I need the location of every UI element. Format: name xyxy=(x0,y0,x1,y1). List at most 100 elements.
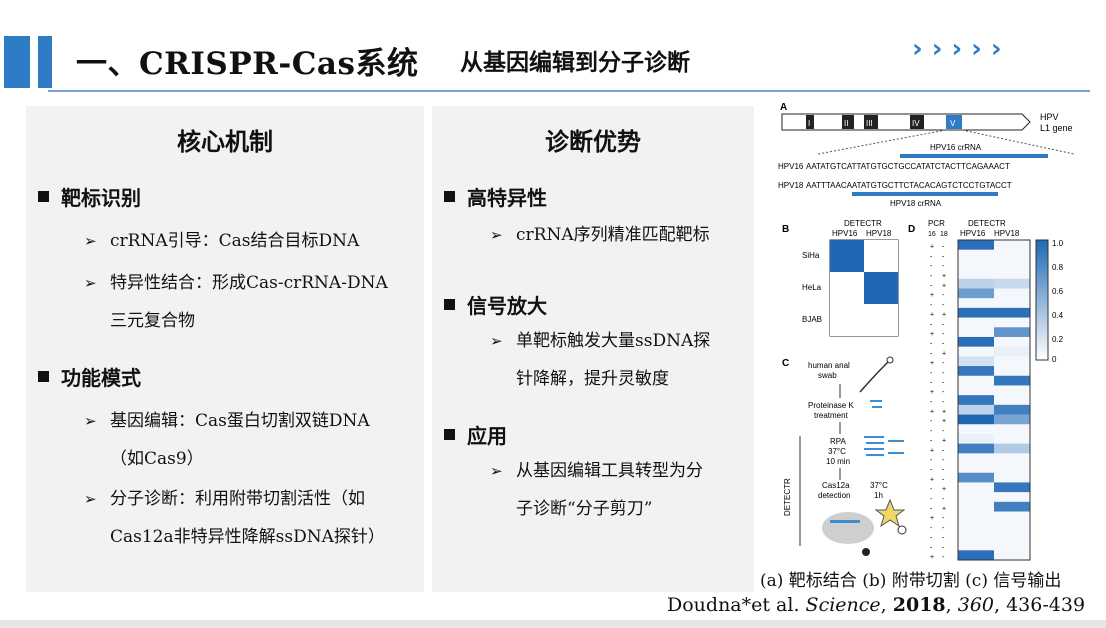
heatmap-d-cell xyxy=(958,385,994,396)
step-label: treatment xyxy=(814,411,849,420)
chevron-right-icon: › xyxy=(951,34,963,64)
square-bullet-icon xyxy=(444,429,455,440)
side-label: DETECTR xyxy=(783,478,792,516)
pcr-col: 18 xyxy=(940,231,948,238)
step-label: Cas12a xyxy=(822,481,850,490)
arrow-bullet-icon: ➢ xyxy=(84,412,97,430)
pcr-result: - xyxy=(930,379,933,386)
panel-d-label: D xyxy=(908,224,915,235)
pcr-col: 16 xyxy=(928,231,936,238)
pcr-result: - xyxy=(942,370,945,377)
section-heading: 高特异性 xyxy=(444,182,547,211)
arrow-bullet-icon: ➢ xyxy=(490,226,503,244)
chevron-right-icon: › xyxy=(990,34,1002,64)
pcr-result: - xyxy=(930,418,933,425)
crna18-bar xyxy=(852,192,998,196)
row-label: HeLa xyxy=(802,283,822,292)
heatmap-d-cell xyxy=(994,433,1030,444)
heatmap-d-cell xyxy=(958,356,994,367)
quencher-icon xyxy=(862,548,870,556)
detectr-figure: A I II III IV V HPV L1 gene HPV16 crRNA … xyxy=(778,96,1094,568)
step-label: Proteinase K xyxy=(808,401,854,410)
heatmap-d-cell xyxy=(994,453,1030,464)
colorbar-tick: 0.6 xyxy=(1052,287,1064,296)
pcr-result: - xyxy=(942,457,945,464)
sequence-hpv16: AATATGTCATTATGTGCTGCCATATCTACTTCAGAAACT xyxy=(806,162,1010,171)
pcr-result: + xyxy=(930,331,934,338)
heatmap-d-cell xyxy=(958,288,994,299)
pcr-result: - xyxy=(930,282,933,289)
arrow-bullet-icon: ➢ xyxy=(84,274,97,292)
heatmap-d-cell xyxy=(994,346,1030,357)
step-label: swab xyxy=(818,371,837,380)
pcr-result: - xyxy=(942,525,945,532)
chevron-right-icon: › xyxy=(971,34,982,64)
heatmap-d-cell xyxy=(994,269,1030,280)
pcr-result: + xyxy=(942,486,946,493)
cas12a-complex-icon xyxy=(822,512,874,544)
heatmap-d-cell xyxy=(958,511,994,522)
heatmap-d-cell xyxy=(994,482,1030,493)
pcr-result: + xyxy=(942,312,946,319)
pcr-result: - xyxy=(930,506,933,513)
pcr-result: - xyxy=(942,554,945,561)
pcr-result: + xyxy=(930,409,934,416)
heatmap-d-cell xyxy=(958,492,994,503)
list-item: ➢ 分子诊断：利用附带切割活性（如 Cas12a非特异性降解ssDNA探针） xyxy=(84,480,385,556)
pcr-result: - xyxy=(942,544,945,551)
pcr-result: - xyxy=(930,350,933,357)
heatmap-b-cell xyxy=(830,240,864,272)
pcr-result: - xyxy=(930,438,933,445)
pcr-result: - xyxy=(942,476,945,483)
figure-svg: A I II III IV V HPV L1 gene HPV16 crRNA … xyxy=(778,102,1075,561)
pcr-result: + xyxy=(930,447,934,454)
step-label: RPA xyxy=(830,437,847,446)
swab-icon xyxy=(859,361,889,393)
pcr-result: - xyxy=(930,399,933,406)
exon-box xyxy=(910,115,924,129)
heatmap-d-cell xyxy=(958,521,994,532)
pcr-result: - xyxy=(930,428,933,435)
arrow-bullet-icon: ➢ xyxy=(490,462,503,480)
heatmap-d-cell xyxy=(994,249,1030,260)
heatmap-d-cell xyxy=(958,443,994,454)
square-bullet-icon xyxy=(444,299,455,310)
heatmap-d-cell xyxy=(958,327,994,338)
heatmap-d-cell xyxy=(994,366,1030,377)
pcr-result: + xyxy=(942,273,946,280)
section-heading: 应用 xyxy=(444,420,507,449)
header-divider xyxy=(48,90,1090,92)
pcr-result: + xyxy=(942,438,946,445)
pcr-result: - xyxy=(930,263,933,270)
exon-label: IV xyxy=(912,119,920,128)
pcr-result: - xyxy=(930,273,933,280)
heatmap-d-cell xyxy=(958,433,994,444)
square-bullet-icon xyxy=(38,371,49,382)
heatmap-d-cell xyxy=(994,375,1030,386)
heatmap-d-cell xyxy=(994,404,1030,415)
pcr-result: - xyxy=(942,263,945,270)
colorbar-tick: 0.8 xyxy=(1052,263,1064,272)
col-label: HPV18 xyxy=(994,229,1020,238)
heatmap-d-cell xyxy=(958,259,994,270)
heatmap-d: +------+-++---++--+----++-----+---++-+--… xyxy=(930,240,1030,561)
heatmap-d-cell xyxy=(994,463,1030,474)
heatmap-d-cell xyxy=(958,366,994,377)
zoom-line xyxy=(961,129,1075,155)
panel-title: 核心机制 xyxy=(177,128,273,156)
heatmap-d-cell xyxy=(994,540,1030,551)
heatmap-d-cell xyxy=(994,298,1030,309)
heatmap-d-cell xyxy=(958,424,994,435)
heatmap-d-frame xyxy=(957,239,1031,561)
pcr-result: + xyxy=(930,244,934,251)
col-label: HPV16 xyxy=(960,229,986,238)
pcr-result: - xyxy=(942,399,945,406)
col-label: HPV18 xyxy=(866,229,892,238)
heatmap-b-cell xyxy=(864,272,898,304)
heatmap-d-cell xyxy=(958,240,994,250)
panel-a-label: A xyxy=(780,102,787,113)
pcr-result: + xyxy=(942,506,946,513)
pcr-result: - xyxy=(930,341,933,348)
pcr-result: + xyxy=(942,350,946,357)
slide-title: 一、CRISPR-Cas系统 xyxy=(76,46,419,82)
